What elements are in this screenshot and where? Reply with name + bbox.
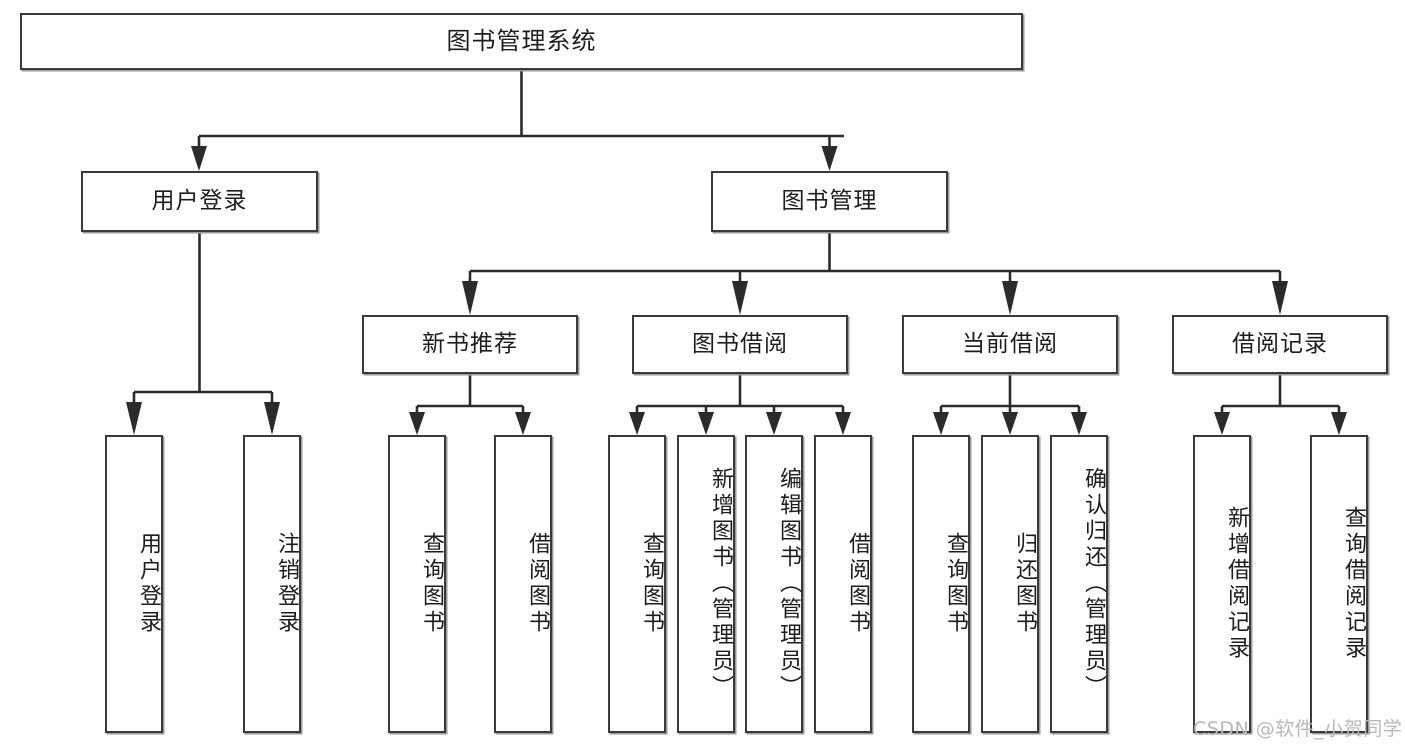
- arrowhead-borrow-book-2: [835, 412, 851, 435]
- leaf-confirm-return[interactable]: 确认归还（管理员）: [1050, 435, 1108, 733]
- leaf-return-book-label: 归还图书: [1012, 532, 1037, 636]
- leaf-query-book-2[interactable]: 查询图书: [608, 435, 666, 733]
- arrowhead-current-borrow: [1002, 281, 1018, 315]
- leaf-user-login-label: 用户登录: [136, 532, 161, 636]
- leaf-add-book[interactable]: 新增图书（管理员）: [677, 435, 735, 733]
- node-borrow-record[interactable]: 借阅记录: [1172, 315, 1388, 374]
- leaf-logout[interactable]: 注销登录: [243, 435, 301, 733]
- node-root-label: 图书管理系统: [446, 26, 597, 55]
- arrowhead-query-book-1: [409, 412, 425, 435]
- leaf-query-book-1-label: 查询图书: [419, 532, 444, 636]
- arrowhead-add-record: [1214, 412, 1230, 435]
- leaf-add-record-label: 新增借阅记录: [1224, 506, 1249, 662]
- node-user-login[interactable]: 用户登录: [81, 171, 318, 232]
- leaf-borrow-book-1-label: 借阅图书: [525, 532, 550, 636]
- node-new-book-rec[interactable]: 新书推荐: [362, 315, 578, 374]
- arrowhead-query-book-2: [629, 412, 645, 435]
- leaf-query-book-3-label: 查询图书: [943, 532, 968, 636]
- node-current-borrow[interactable]: 当前借阅: [902, 315, 1118, 374]
- leaf-borrow-book-1[interactable]: 借阅图书: [494, 435, 552, 733]
- leaf-logout-label: 注销登录: [274, 532, 299, 636]
- leaf-confirm-return-label: 确认归还（管理员）: [1081, 467, 1106, 701]
- node-book-borrow[interactable]: 图书借阅: [632, 315, 848, 374]
- arrowhead-return-book: [1002, 412, 1018, 435]
- arrowhead-confirm-return: [1071, 412, 1087, 435]
- arrowhead-user-login: [191, 146, 207, 171]
- arrowhead-add-book: [698, 412, 714, 435]
- node-book-manage-label: 图书管理: [781, 188, 878, 215]
- leaf-query-book-3[interactable]: 查询图书: [912, 435, 970, 733]
- leaf-add-book-label: 新增图书（管理员）: [708, 467, 733, 701]
- arrowhead-query-record: [1331, 412, 1347, 435]
- leaf-edit-book[interactable]: 编辑图书（管理员）: [745, 435, 803, 733]
- arrowhead-new-book-rec: [462, 281, 478, 315]
- node-book-borrow-label: 图书借阅: [692, 331, 788, 358]
- leaf-add-record[interactable]: 新增借阅记录: [1193, 435, 1251, 733]
- node-root[interactable]: 图书管理系统: [20, 13, 1023, 70]
- arrowhead-borrow-record: [1272, 281, 1288, 315]
- leaf-query-record-label: 查询借阅记录: [1341, 506, 1366, 662]
- leaf-query-book-2-label: 查询图书: [639, 532, 664, 636]
- node-current-borrow-label: 当前借阅: [962, 331, 1058, 358]
- leaf-borrow-book-2-label: 借阅图书: [845, 532, 870, 636]
- arrowhead-edit-book: [766, 412, 782, 435]
- leaf-borrow-book-2[interactable]: 借阅图书: [814, 435, 872, 733]
- leaf-query-book-1[interactable]: 查询图书: [388, 435, 446, 733]
- arrowhead-book-manage: [821, 146, 838, 171]
- arrowhead-leaf-user-login: [126, 402, 142, 435]
- arrowhead-leaf-logout: [264, 402, 280, 435]
- node-user-login-label: 用户登录: [151, 188, 248, 215]
- arrowhead-borrow-book-1: [515, 412, 531, 435]
- node-book-manage[interactable]: 图书管理: [711, 171, 948, 232]
- node-borrow-record-label: 借阅记录: [1232, 331, 1328, 358]
- leaf-edit-book-label: 编辑图书（管理员）: [776, 467, 801, 701]
- arrowhead-query-book-3: [933, 412, 949, 435]
- node-new-book-rec-label: 新书推荐: [422, 331, 518, 358]
- leaf-user-login[interactable]: 用户登录: [105, 435, 163, 733]
- leaf-query-record[interactable]: 查询借阅记录: [1310, 435, 1368, 733]
- arrowhead-book-borrow: [732, 281, 748, 315]
- leaf-return-book[interactable]: 归还图书: [981, 435, 1039, 733]
